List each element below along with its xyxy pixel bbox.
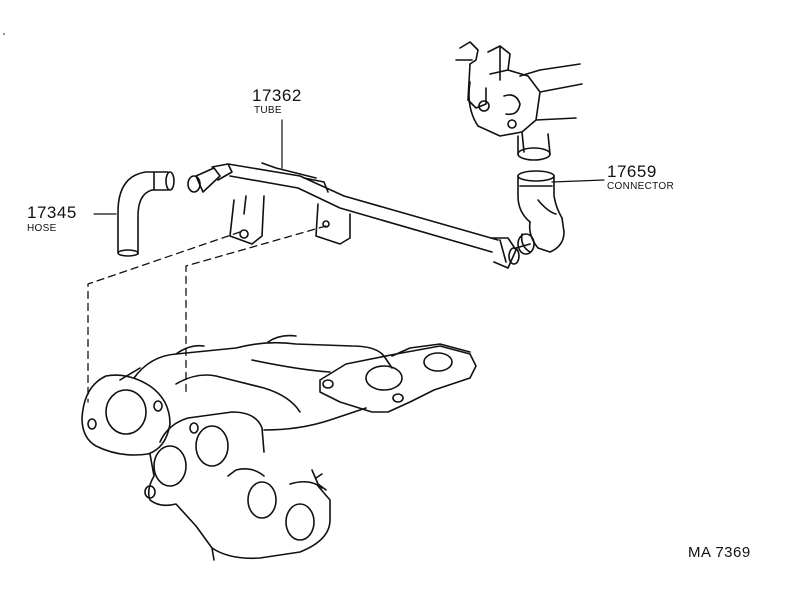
tube-17362-drawing bbox=[188, 163, 530, 268]
intake-manifold-drawing bbox=[82, 336, 476, 560]
part-name-connector: CONNECTOR bbox=[607, 181, 674, 192]
part-number-tube: 17362 bbox=[252, 86, 302, 105]
part-number-hose: 17345 bbox=[27, 203, 77, 222]
diagram-reference-code: MA 7369 bbox=[688, 544, 751, 561]
part-number-connector: 17659 bbox=[607, 162, 657, 181]
water-outlet-drawing bbox=[456, 42, 582, 160]
part-name-hose: HOSE bbox=[27, 223, 57, 234]
leader-lines bbox=[94, 120, 604, 214]
part-name-tube: TUBE bbox=[254, 105, 282, 116]
scan-dot bbox=[3, 33, 5, 35]
hose-17345-drawing bbox=[118, 172, 174, 256]
alignment-dashed-lines bbox=[88, 226, 326, 402]
connector-17659-drawing bbox=[518, 171, 564, 254]
